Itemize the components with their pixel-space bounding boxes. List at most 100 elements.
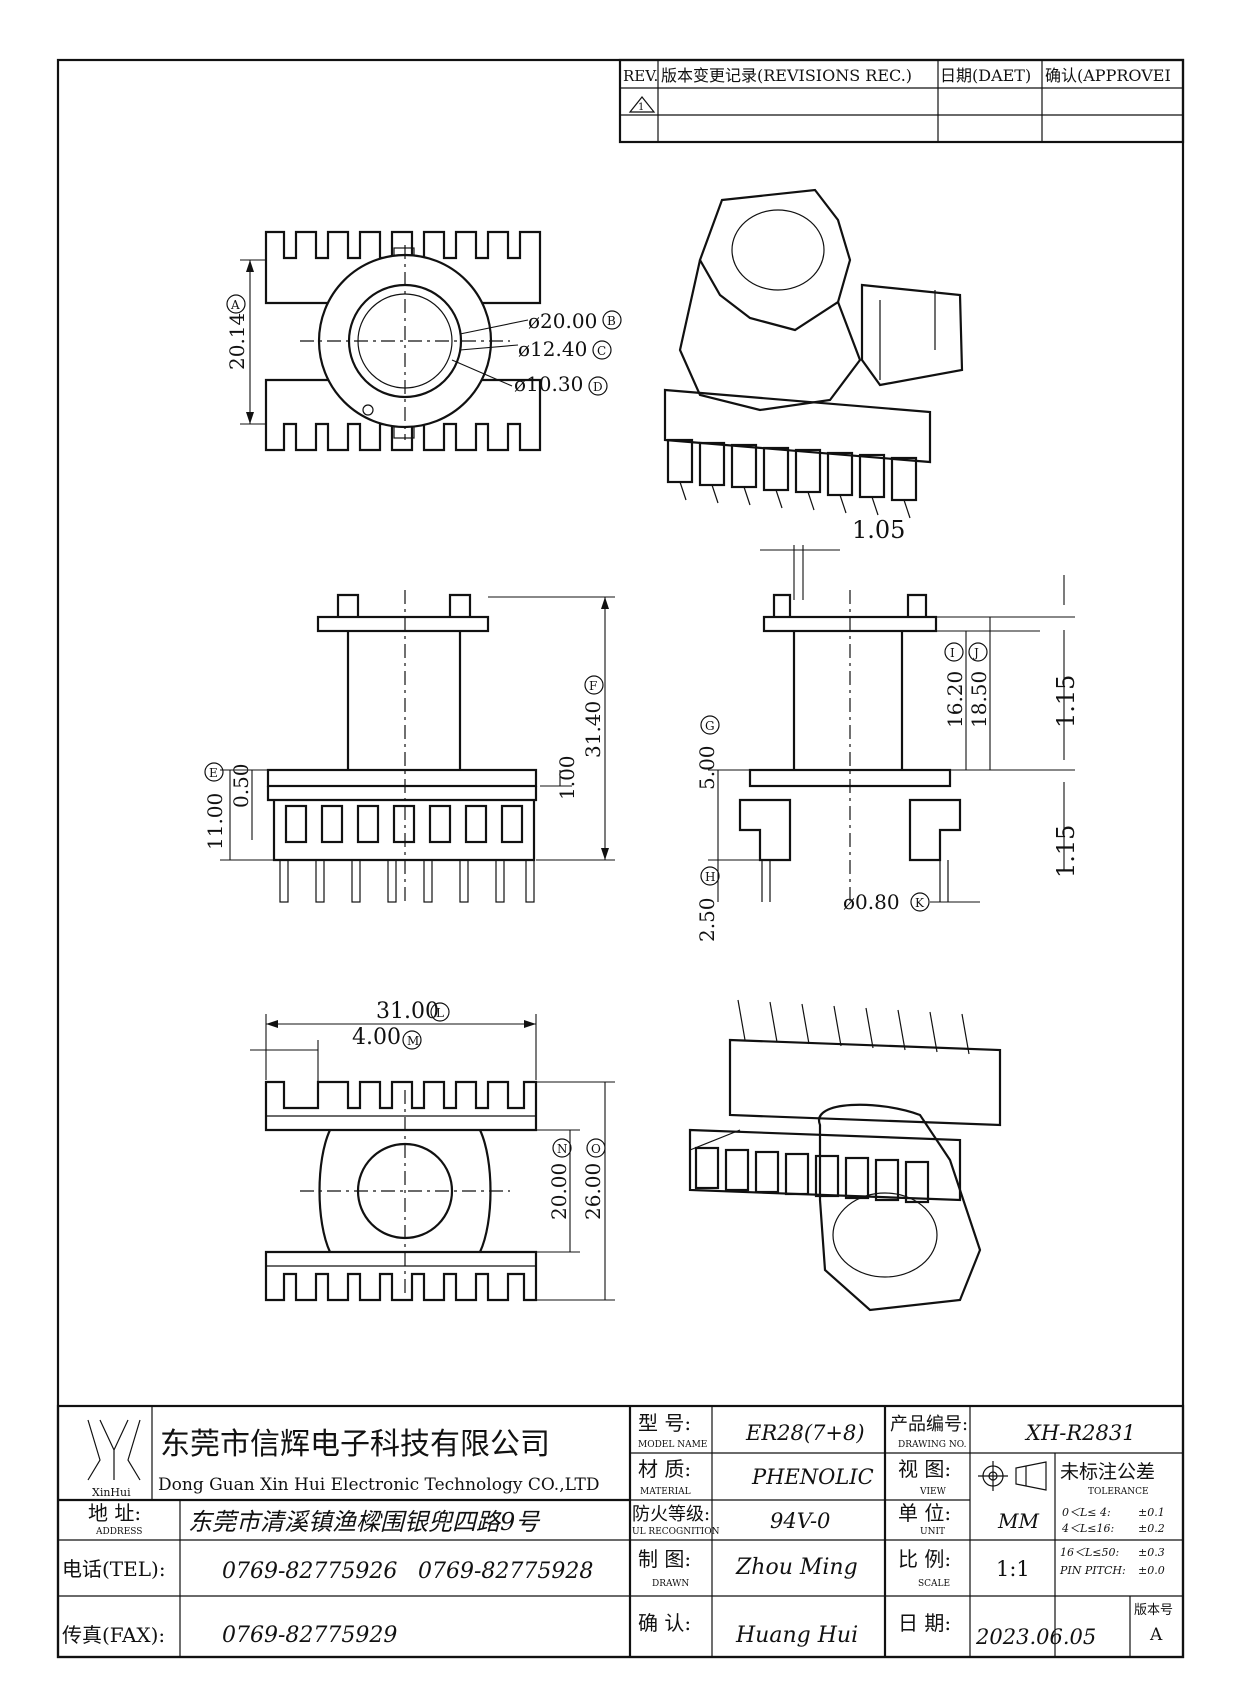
check-label: 确 认: (638, 1611, 691, 1635)
dim-dia-outer: ø20.00 (528, 309, 597, 333)
model-value: ER28(7+8) (745, 1421, 865, 1445)
ref-g: G (705, 719, 715, 733)
tolerance-range-1: 0＜L≤ 4: (1062, 1506, 1111, 1519)
ref-n: N (557, 1142, 568, 1156)
tel-1: 0769-82775926 (222, 1559, 397, 1584)
model-label-en: MODEL NAME (638, 1440, 707, 1450)
company-name-cn: 东莞市信辉电子科技有限公司 (160, 1427, 550, 1462)
ref-a: A (230, 298, 240, 312)
tolerance-value-1: ±0.1 (1138, 1506, 1165, 1519)
tel-label: 电话(TEL): (62, 1557, 166, 1581)
drawing-no-value: XH-R2831 (1024, 1421, 1136, 1445)
end-view: 1.05 16.20 I 18.50 J 1.15 1.15 5.00 G 2.… (695, 516, 1080, 942)
date-value: 2023.06.05 (975, 1625, 1096, 1649)
dim-inner-j: 18.50 (967, 671, 991, 728)
check-value: Huang Hui (735, 1623, 858, 1648)
dim-bottom-outer: 26.00 (581, 1163, 605, 1220)
ul-value: 94V-0 (770, 1509, 830, 1533)
dim-wall: 1.05 (852, 516, 905, 544)
ref-d: D (593, 380, 603, 394)
version-label: 版本号 (1134, 1603, 1173, 1618)
projection-symbol-icon (978, 1461, 1047, 1491)
material-label-en: MATERIAL (640, 1487, 691, 1497)
rev-mark: 1 (638, 102, 644, 113)
address-label-en: ADDRESS (95, 1527, 142, 1537)
tolerance-en: TOLERANCE (1088, 1487, 1149, 1497)
revisions-header: 版本变更记录(REVISIONS REC.) (661, 66, 912, 85)
dim-pitch-a: 1.15 (1052, 675, 1080, 728)
dim-bottom-width: 31.00 (376, 999, 439, 1024)
sheet-border (56, 58, 1185, 1659)
ref-b: B (607, 314, 616, 328)
title-block: XinHui 东莞市信辉电子科技有限公司 Dong Guan Xin Hui E… (56, 1404, 1185, 1659)
dim-side-step: 1.00 (555, 755, 579, 800)
tolerance-value-4: ±0.0 (1138, 1564, 1165, 1577)
ul-label-en: UL RECOGNITION (632, 1527, 720, 1537)
ref-h: H (705, 870, 715, 884)
dim-side-base: 11.00 (203, 793, 227, 850)
rev-triangle-icon (628, 96, 656, 113)
ref-c: C (597, 344, 606, 358)
tolerance-value-2: ±0.2 (1138, 1522, 1165, 1535)
dim-side-flange: 0.50 (229, 763, 253, 808)
tolerance-range-4: PIN PITCH: (1059, 1564, 1126, 1577)
dim-pin-dia: ø0.80 (843, 890, 900, 914)
dim-g: 5.00 (695, 745, 719, 790)
tolerance-value-3: ±0.3 (1138, 1546, 1165, 1559)
revision-table: REV. 版本变更记录(REVISIONS REC.) 日期(DAET) 确认(… (618, 58, 1185, 144)
scale-label: 比 例: (898, 1547, 951, 1571)
drawn-value: Zhou Ming (735, 1555, 858, 1580)
date-header: 日期(DAET) (940, 66, 1031, 85)
address-label: 地 址: (88, 1501, 141, 1525)
ref-e: E (209, 766, 218, 780)
fax-label: 传真(FAX): (62, 1623, 165, 1647)
ref-f: F (589, 679, 597, 693)
bottom-view: 31.00 L 4.00 M 20.00 N 26.00 O (250, 999, 615, 1302)
version-value: A (1149, 1625, 1163, 1645)
rev-header: REV. (623, 67, 658, 85)
dim-pin-spacing: 4.00 (352, 1025, 401, 1050)
view-label: 视 图: (898, 1457, 951, 1481)
model-label: 型 号: (638, 1411, 691, 1435)
ul-label: 防火等级: (632, 1504, 710, 1525)
approve-header: 确认(APPROVEI (1045, 66, 1171, 85)
ref-m: M (407, 1034, 419, 1048)
isometric-view-bottom (688, 999, 1002, 1312)
dim-dia-mid: ø12.40 (518, 337, 587, 361)
drawn-label-en: DRAWN (652, 1579, 689, 1589)
drawing-no-label-en: DRAWING NO. (898, 1440, 967, 1450)
material-value: PHENOLIC (751, 1465, 874, 1489)
ref-j: J (972, 646, 979, 660)
ref-l: L (436, 1006, 444, 1020)
logo-text: XinHui (92, 1486, 131, 1499)
scale-value: 1:1 (996, 1557, 1030, 1581)
tel-2: 0769-82775928 (418, 1559, 593, 1584)
dim-dia-inner: ø10.30 (514, 372, 583, 396)
dim-inner-i: 16.20 (943, 671, 967, 728)
dim-h: 2.50 (695, 897, 719, 942)
isometric-view-top (663, 188, 964, 519)
top-view: 20.14 A ø20.00 B ø12.40 C ø10.30 D (225, 230, 622, 452)
tolerance-range-3: 16＜L≤50: (1060, 1546, 1119, 1559)
dim-bottom-inner: 20.00 (547, 1163, 571, 1220)
ref-o: O (591, 1142, 601, 1156)
tolerance-range-2: 4＜L≤16: (1061, 1522, 1114, 1535)
unit-label-en: UNIT (920, 1527, 945, 1537)
unit-value: MM (997, 1509, 1039, 1533)
view-label-en: VIEW (919, 1487, 947, 1497)
drawing-no-label: 产品编号: (890, 1414, 968, 1435)
material-label: 材 质: (638, 1457, 691, 1481)
tolerance-title: 未标注公差 (1060, 1461, 1155, 1483)
scale-label-en: SCALE (918, 1579, 950, 1589)
dim-top-height: 20.14 (225, 313, 249, 370)
unit-label: 单 位: (898, 1501, 951, 1525)
side-view: 31.40 F 1.00 11.00 E 0.50 (203, 590, 615, 905)
ref-k: K (915, 896, 925, 910)
fax-value: 0769-82775929 (222, 1623, 397, 1648)
drawn-label: 制 图: (638, 1547, 691, 1571)
company-logo-icon (87, 1419, 141, 1481)
company-name-en: Dong Guan Xin Hui Electronic Technology … (158, 1475, 599, 1495)
dim-pitch-b: 1.15 (1052, 825, 1080, 878)
address-value: 东莞市清溪镇渔樑围银兜四路9号 (188, 1508, 541, 1536)
